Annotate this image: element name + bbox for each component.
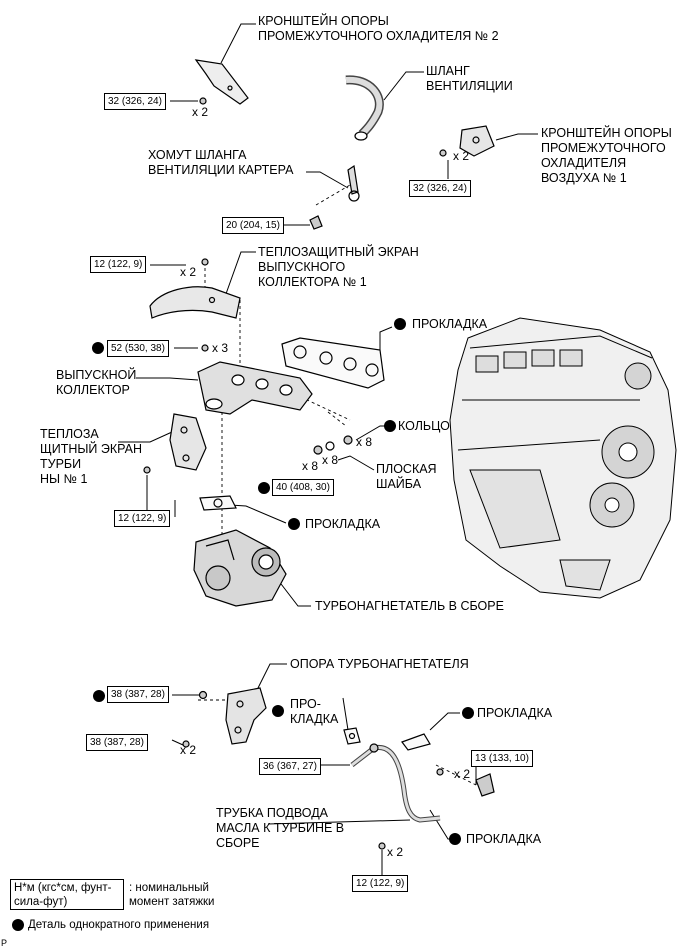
label-gasket-bottom: ПРОКЛАДКА [466,832,542,846]
label-line: КЛАДКА [290,712,339,726]
torque-spec: 32 (326, 24) [104,93,166,110]
label-intercooler-bracket-1: КРОНШТЕЙН ОПОРЫ ПРОМЕЖУТОЧНОГО ОХЛАДИТЕЛ… [541,126,672,186]
torque-spec: 38 (387, 28) [86,734,148,751]
small-gasket-drawing [343,727,361,745]
oil-pipe-gasket-drawing [401,733,431,751]
label-line: ТЕПЛОЗАЩИТНЫЙ ЭКРАН [258,245,419,259]
label-gasket-manifold: ПРОКЛАДКА [412,317,488,331]
manifold-heat-shield-drawing [149,286,241,319]
label-line: ВЫПУСКНОГО [258,260,346,274]
torque-spec: 13 (133, 10) [471,750,533,767]
torque-spec: 32 (326, 24) [409,180,471,197]
label-line: ШАЙБА [376,477,422,491]
intercooler-bracket-2-drawing [194,59,249,105]
turbocharger-drawing [193,529,287,607]
quantity-label: x 2 [387,845,404,859]
quantity-label: x 2 [192,105,209,119]
intercooler-bracket-1-drawing [439,125,495,157]
torque-spec: 12 (122, 9) [90,256,147,273]
exhaust-manifold-drawing [197,361,313,415]
single-use-mark [258,482,270,494]
quantity-label: x 3 [212,341,229,355]
label-ring: КОЛЬЦО [398,419,450,433]
oil-feed-pipe-drawing [350,743,495,850]
torque-spec: 52 (530, 38) [107,340,169,357]
quantity-label: x 8 [322,453,339,467]
label-line: ПРО- [290,697,321,711]
label-line: ОХЛАДИТЕЛЯ [541,156,627,170]
engine-block-drawing [449,317,677,599]
label-hose-clamp: ХОМУТ ШЛАНГА ВЕНТИЛЯЦИИ КАРТЕРА [148,148,293,178]
label-gasket-turbo: ПРОКЛАДКА [305,517,381,531]
hose-clamp-drawing [309,164,360,230]
label-line: ВЫПУСКНОЙ [56,368,137,382]
torque-spec: 12 (122, 9) [352,875,409,892]
label-line: ВЕНТИЛЯЦИИ КАРТЕРА [148,163,294,177]
label-line: ТУРБИ [40,457,82,471]
label-line: СБОРЕ [216,836,260,850]
turbo-support-drawing [182,687,267,748]
legend-single-use: Деталь однократного применения [28,919,210,931]
label-line: МАСЛА К ТУРБИНЕ В [216,821,345,835]
label-gasket-right: ПРОКЛАДКА [477,706,553,720]
torque-spec: 40 (408, 30) [272,479,334,496]
torque-spec: 38 (387, 28) [107,686,169,703]
turbo-gasket-drawing [199,495,237,511]
quantity-label: x 2 [180,265,197,279]
legend-torque-note: : номинальный момент затяжки [129,881,214,909]
label-line: ХОМУТ ШЛАНГА [148,148,247,162]
quantity-label: x 8 [356,435,373,449]
torque-spec: 36 (367, 27) [259,758,321,775]
label-line: ШЛАНГ [426,64,470,78]
label-exhaust-manifold: ВЫПУСКНОЙ КОЛЛЕКТОР [56,368,136,398]
quantity-label: x 2 [453,149,470,163]
label-turbo-support: ОПОРА ТУРБОНАГНЕТАТЕЛЯ [290,657,469,671]
leader-lines [118,23,538,876]
legend-line: момент затяжки [129,896,215,908]
single-use-mark [93,690,105,702]
label-vent-hose: ШЛАНГ ВЕНТИЛЯЦИИ [426,64,513,94]
legend-torque-unit-box: Н*м (кгс*см, фунт-сила-фут) [10,879,124,910]
label-line: КОЛЛЕКТОРА № 1 [258,275,367,289]
label-line: ВОЗДУХА № 1 [541,171,627,185]
label-line: КРОНШТЕЙН ОПОРЫ [541,126,672,140]
label-line: ПРОМЕЖУТОЧНОГО [541,141,666,155]
label-manifold-heat-shield: ТЕПЛОЗАЩИТНЫЙ ЭКРАН ВЫПУСКНОГО КОЛЛЕКТОР… [258,245,419,290]
quantity-label: x 2 [454,767,471,781]
single-use-mark [449,833,461,845]
legend-line: : номинальный [129,882,209,894]
single-use-mark [384,420,396,432]
label-turbine-heat-shield: ТЕПЛОЗА ЩИТНЫЙ ЭКРАН ТУРБИ НЫ № 1 [40,427,142,487]
label-line: КОЛЛЕКТОР [56,383,130,397]
single-use-mark [92,342,104,354]
torque-spec: 20 (204, 15) [222,217,284,234]
label-gasket-small: ПРО- КЛАДКА [290,697,338,727]
label-line: ПЛОСКАЯ [376,462,437,476]
manifold-gasket-drawing [281,337,385,389]
quantity-label: x 8 [302,459,319,473]
turbine-heat-shield-drawing [143,413,207,474]
single-use-mark [288,518,300,530]
single-use-mark [394,318,406,330]
label-line: ЩИТНЫЙ ЭКРАН [40,442,143,456]
single-use-mark [462,707,474,719]
quantity-label: x 2 [180,743,197,757]
label-line: ТРУБКА ПОДВОДА [216,806,329,820]
vent-hose-drawing [345,75,384,141]
label-intercooler-bracket-2: КРОНШТЕЙН ОПОРЫ ПРОМЕЖУТОЧНОГО ОХЛАДИТЕЛ… [258,14,499,44]
label-line: ПРОМЕЖУТОЧНОГО ОХЛАДИТЕЛЯ № 2 [258,29,499,43]
corner-mark: P [1,938,8,948]
single-use-legend-mark [12,919,24,931]
label-flat-washer: ПЛОСКАЯ ШАЙБА [376,462,437,492]
label-line: ТЕПЛОЗА [40,427,99,441]
label-turbocharger-assy: ТУРБОНАГНЕТАТЕЛЬ В СБОРЕ [315,599,504,613]
label-oil-feed-pipe: ТРУБКА ПОДВОДА МАСЛА К ТУРБИНЕ В СБОРЕ [216,806,344,851]
single-use-mark [272,705,284,717]
label-line: КРОНШТЕЙН ОПОРЫ [258,14,389,28]
torque-spec: 12 (122, 9) [114,510,171,527]
label-line: НЫ № 1 [40,472,88,486]
label-line: ВЕНТИЛЯЦИИ [426,79,513,93]
